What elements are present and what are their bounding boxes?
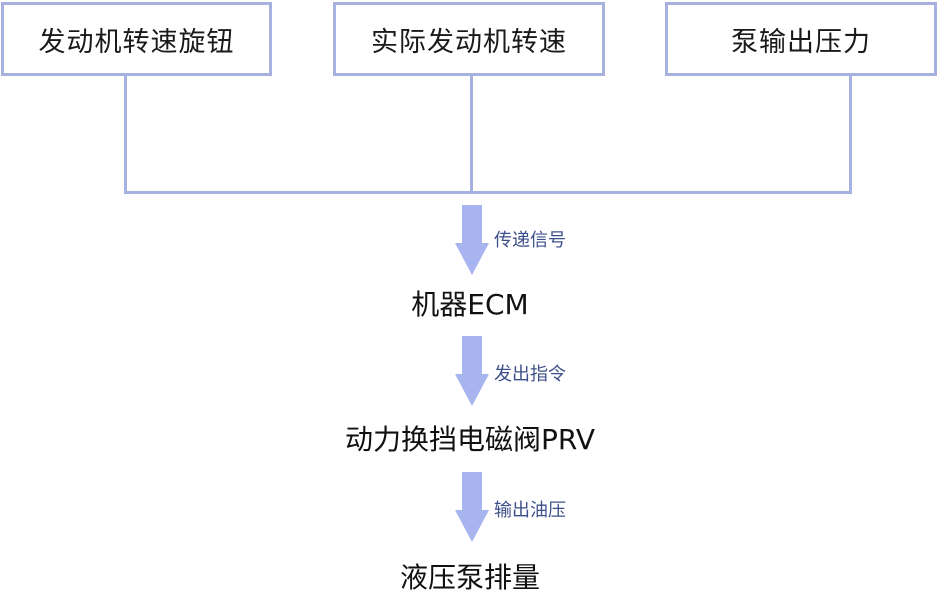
input-box-pump-output-pressure: 泵输出压力 — [665, 2, 937, 76]
arrow-label: 传递信号 — [494, 230, 566, 251]
connector-right-vertical — [849, 76, 852, 194]
input-box-label: 发动机转速旋钮 — [38, 26, 235, 58]
input-box-engine-speed-knob: 发动机转速旋钮 — [1, 2, 272, 76]
arrow-label: 输出油压 — [494, 500, 566, 521]
input-box-actual-engine-speed: 实际发动机转速 — [333, 2, 605, 76]
flow-node-prv-solenoid: 动力换挡电磁阀PRV — [345, 423, 595, 456]
connector-horizontal — [124, 191, 852, 194]
connector-left-vertical — [124, 76, 127, 194]
flow-node-machine-ecm: 机器ECM — [411, 288, 529, 321]
input-box-label: 泵输出压力 — [731, 26, 871, 58]
connector-middle-vertical — [470, 76, 473, 194]
input-box-label: 实际发动机转速 — [371, 26, 567, 58]
down-arrow-icon — [455, 205, 489, 275]
down-arrow-icon — [455, 472, 489, 542]
arrow-label: 发出指令 — [494, 364, 566, 385]
flow-node-pump-displacement: 液压泵排量 — [399, 561, 540, 594]
down-arrow-icon — [455, 336, 489, 406]
